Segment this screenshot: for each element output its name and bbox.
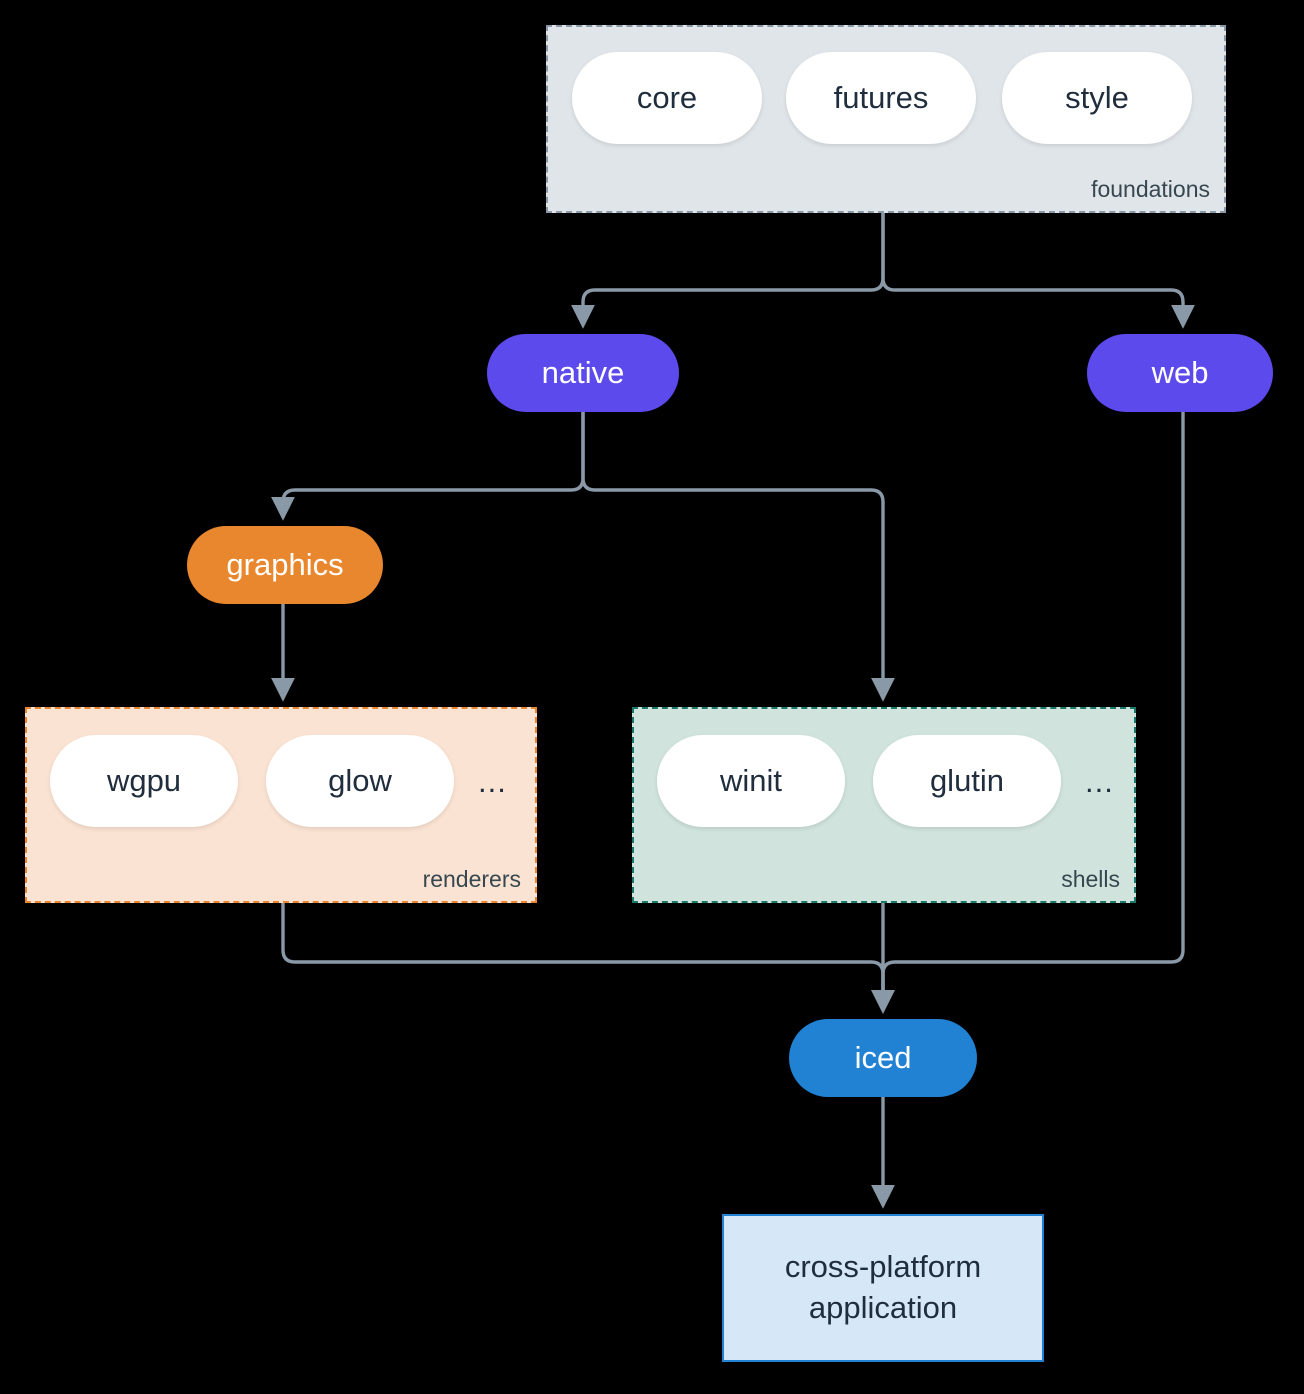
edge-foundations-native [571,211,885,329]
node-iced[interactable]: iced [789,1019,977,1097]
application-label-line2: application [808,1290,958,1325]
node-glow[interactable]: glow [266,735,454,827]
node-style[interactable]: style [1002,52,1192,144]
node-graphics[interactable]: graphics [187,526,383,604]
cluster-label-renderers: renderers [422,866,521,892]
application-label-line1: cross-platform [784,1249,982,1285]
node-renderers-ellipsis: ... [478,764,507,799]
cluster-label-shells: shells [1061,866,1120,892]
node-native[interactable]: native [487,334,679,412]
node-core[interactable]: core [572,52,762,144]
edge-native-graphics [271,410,585,521]
node-glutin[interactable]: glutin [873,735,1061,827]
node-shells-ellipsis: ... [1085,764,1114,799]
node-cross-platform-application[interactable]: cross-platform application [722,1214,1044,1362]
edge-renderers-iced [281,901,895,1014]
edge-foundations-web [881,211,1195,329]
node-winit[interactable]: winit [657,735,845,827]
node-wgpu[interactable]: wgpu [50,735,238,827]
node-web[interactable]: web [1087,334,1273,412]
edge-native-shells [581,410,895,702]
node-futures[interactable]: futures [786,52,976,144]
cluster-label-foundations: foundations [1091,176,1210,202]
